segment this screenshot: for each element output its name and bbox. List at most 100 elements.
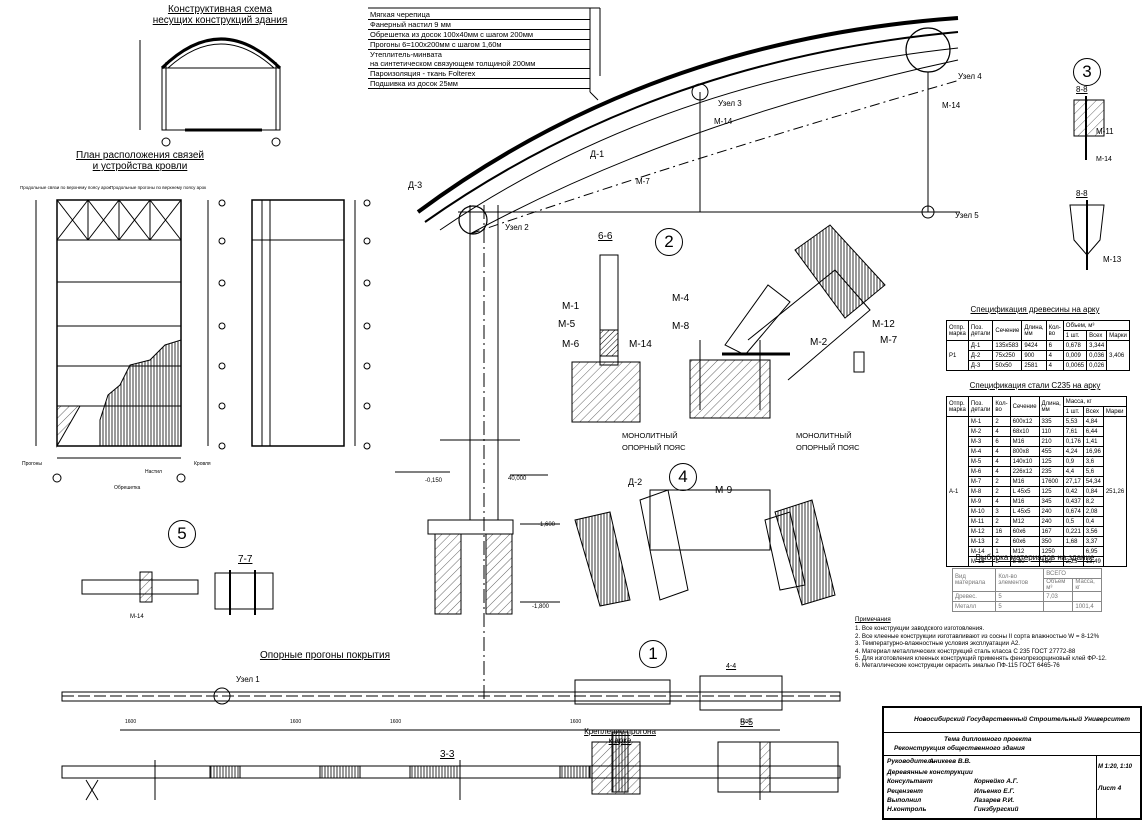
label-m14: М-14: [629, 339, 652, 350]
cell: 2: [992, 486, 1011, 497]
roof-layers: Мягкая черепица Фанерный настил 9 мм Обр…: [368, 10, 590, 89]
cell: 6,44: [1082, 426, 1104, 437]
cell: 16,96: [1082, 446, 1104, 457]
cell: 54,34: [1082, 476, 1104, 487]
stamp-rule: [884, 755, 1140, 756]
cell: 5: [995, 591, 1045, 602]
label-m14-a: М-14: [714, 117, 733, 126]
plan-bottom-3: Обрешетка: [114, 485, 141, 491]
dim-1: 1600: [125, 719, 137, 725]
roof-layer-1: Мягкая черепица: [368, 10, 590, 20]
cell: 4: [1045, 350, 1064, 361]
spec-summary-subhead: Объем м³ Масса, кг: [953, 578, 1102, 592]
cell: М-8: [967, 486, 994, 497]
cell: Д-1: [967, 340, 994, 351]
cell: 1001,4: [1072, 601, 1102, 612]
cell: [1072, 591, 1102, 602]
roof-layer-6: на синтетическом связующем толщиной 200м…: [368, 59, 590, 69]
dim-4: 1600: [570, 719, 582, 725]
label-uzel-3: Узел 3: [718, 99, 742, 108]
cell: 4: [992, 466, 1011, 477]
stamp-topic-2: Реконструкция общественного здания: [894, 745, 1025, 752]
cell: М-1: [967, 416, 994, 427]
section-8-8: 8-8: [1076, 85, 1088, 94]
cell: 4: [992, 426, 1011, 437]
stamp-sheet-title: Деревянные конструкции: [887, 769, 973, 776]
cell: М-9: [967, 496, 994, 507]
plan-title-line2: и устройства кровли: [92, 161, 188, 172]
cell: 140х10: [1009, 456, 1040, 467]
spec-wood-h7: Марки: [1106, 330, 1130, 341]
roof-layer-8: Подшивка из досок 25мм: [368, 79, 590, 89]
label-m5: М-5: [558, 319, 576, 330]
label-uzel-2: Узел 2: [505, 223, 529, 232]
label-belt-2: ОПОРНЫЙ ПОЯС: [796, 443, 860, 452]
spec-steel-h1: Поз. детали: [967, 396, 994, 417]
dim-5: 1600: [740, 719, 752, 725]
purlins-title: Опорные прогоны покрытия: [259, 650, 391, 661]
cell: 7,61: [1062, 426, 1084, 437]
cell: 5,6: [1082, 466, 1104, 477]
note-2: 2. Все клееные конструкции изготавливают…: [855, 632, 1100, 640]
spec-summary-h3: Масса, кг: [1072, 578, 1102, 592]
spec-wood-table: Отпр. марка Поз. детали Сечение Длина, м…: [946, 320, 1130, 371]
stamp-sheet: Лист 4: [1098, 785, 1122, 792]
cell: 240: [1038, 516, 1064, 527]
label-uzel-1: Узел 1: [236, 675, 260, 684]
spec-wood-h1: Поз. детали: [967, 320, 994, 341]
spec-steel-h3: Сечение: [1009, 396, 1040, 417]
cell: М-11: [967, 516, 994, 527]
cell: 110: [1038, 426, 1064, 437]
section-4-4: 4-4: [726, 663, 737, 670]
cell: [1043, 601, 1074, 612]
cell: М-2: [967, 426, 994, 437]
cell: М12: [1009, 516, 1040, 527]
note-3: 3. Температурно-влажностные условия эксп…: [855, 640, 1021, 648]
spec-wood-h0: Отпр. марка: [946, 320, 969, 341]
cell: 0,026: [1086, 360, 1108, 371]
section-5-5: 5-5: [740, 717, 754, 727]
label-d2: Д-2: [628, 477, 643, 487]
spec-steel-mark: А-1: [946, 416, 969, 567]
cell: 350: [1038, 536, 1064, 547]
cell: М-6: [967, 466, 994, 477]
plan-view: [35, 199, 371, 483]
cell: 0,678: [1062, 340, 1088, 351]
cell: L 45х5: [1009, 486, 1040, 497]
note-1: 1. Все конструкции заводского изготовлен…: [855, 625, 985, 633]
cell: 13,49: [1082, 556, 1104, 567]
cell: 2: [992, 476, 1011, 487]
label-m14-d: М-14: [130, 614, 144, 620]
level-mark-4: -1,800: [532, 604, 550, 610]
spec-wood-group: Объем, м³: [1062, 320, 1130, 331]
plan-bottom-4: Настил: [145, 469, 162, 475]
scheme-small: [139, 37, 282, 147]
stamp-name-3: Лазарев Р.И.: [974, 797, 1015, 804]
detail-5: [81, 570, 839, 795]
spec-steel-h7: Марки: [1102, 406, 1128, 417]
cell: 4: [992, 456, 1011, 467]
spec-wood-h5: 1 шт.: [1062, 330, 1088, 341]
label-monolith-1: МОНОЛИТНЫЙ: [622, 431, 678, 440]
label-uzel-4: Узел 4: [958, 72, 982, 81]
node-circle-4: 4: [669, 463, 697, 491]
spec-wood-h2: Сечение: [992, 320, 1023, 341]
cell: 27,17: [1062, 476, 1084, 487]
stamp-role-0: Руководитель: [887, 758, 936, 765]
stamp-name-1: Корнейко А.Г.: [974, 778, 1019, 785]
spec-wood-head: Отпр. марка Поз. детали Сечение Длина, м…: [946, 320, 1130, 341]
node-circle-1: 1: [639, 640, 667, 668]
cell: 75х250: [992, 350, 1023, 361]
cell: 0,176: [1062, 436, 1084, 447]
cell: 3,6: [1082, 456, 1104, 467]
plan-note-1: Продольные связи по верхнему поясу арок: [20, 185, 111, 190]
roof-layer-7: Пароизоляция - ткань Folterex: [368, 69, 590, 79]
label-m12: М-12: [872, 319, 895, 330]
dim-3: 1600: [390, 719, 402, 725]
purlin-fix-title-line1: Крепление прогона: [584, 727, 656, 736]
